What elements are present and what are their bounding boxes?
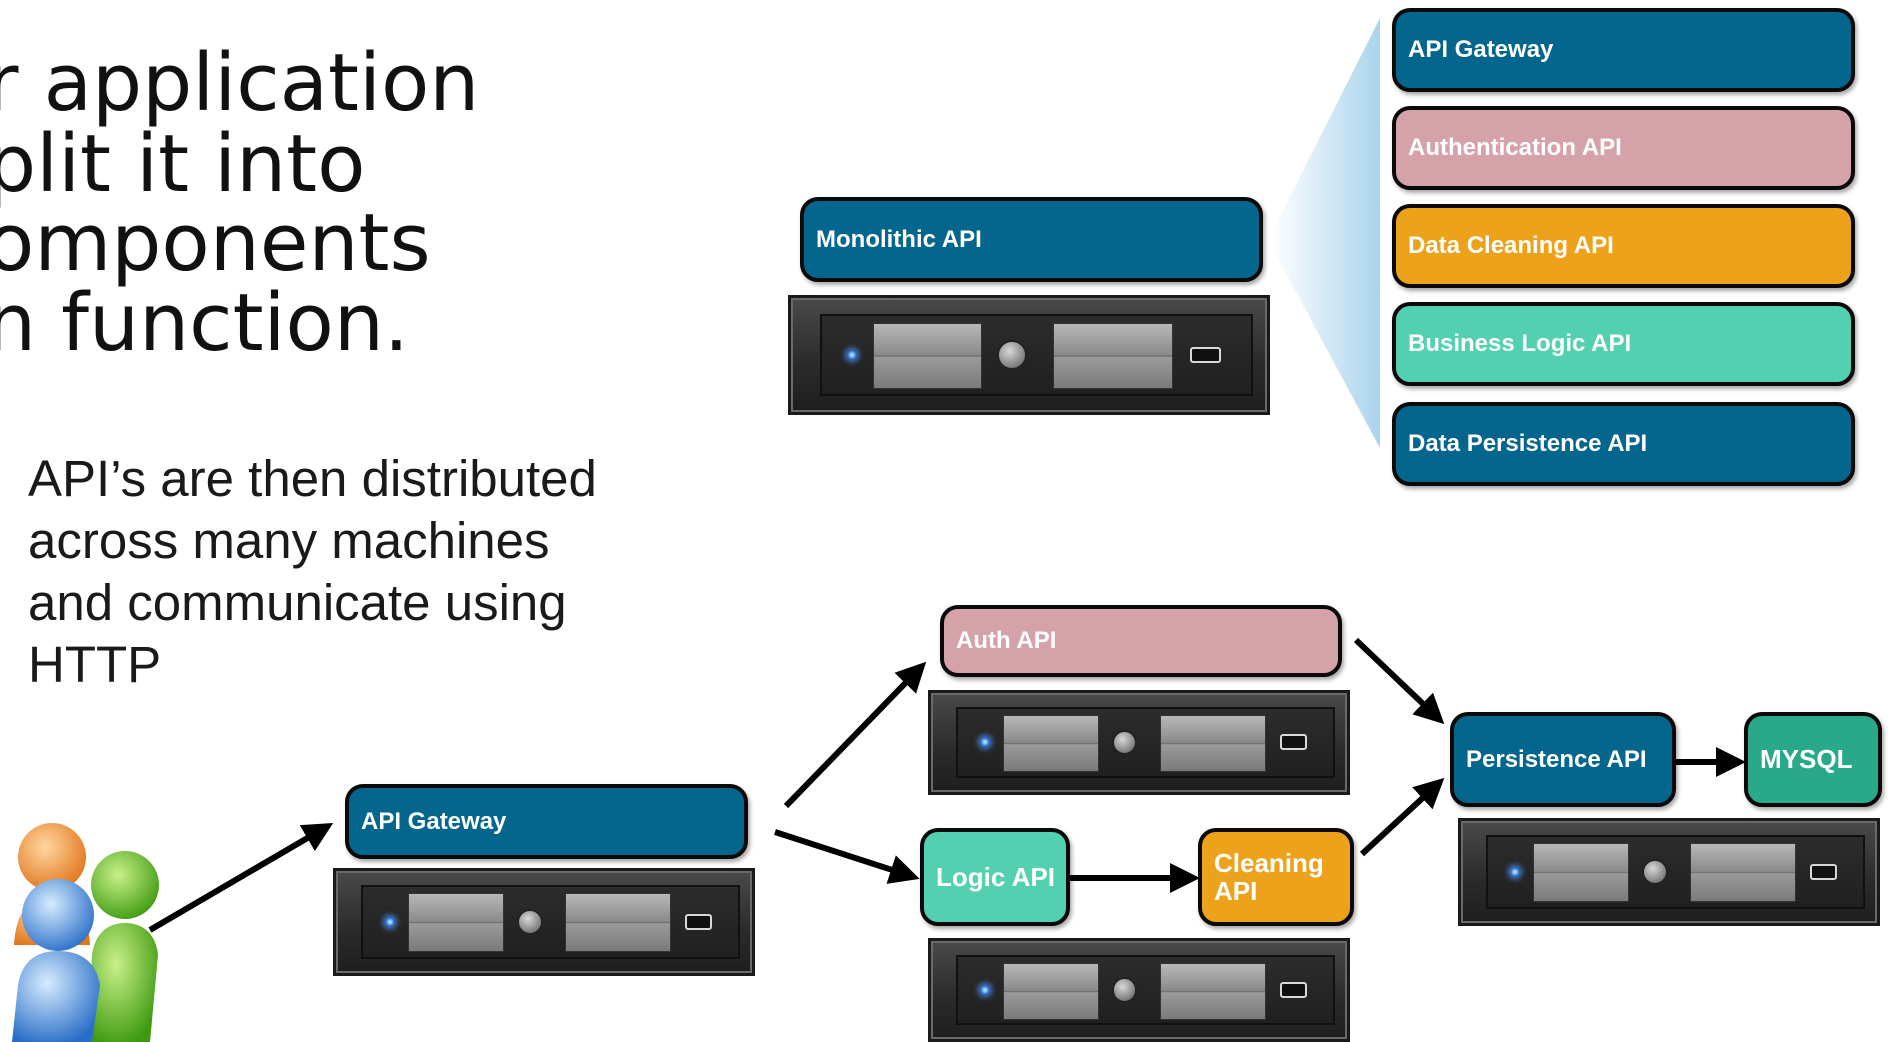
drive-bay [1160,962,1266,1020]
list-item-label: Data Cleaning API [1408,232,1614,259]
logic-api-box: Logic API [920,828,1070,926]
arrow-users-to-gateway [148,822,334,933]
title-line-1: r application [0,37,480,129]
port-slot-icon [1810,863,1837,880]
port-slot-icon [1190,346,1221,363]
auth-api-label: Auth API [956,627,1057,654]
expansion-callout-shape [1268,18,1380,448]
port-slot-icon [685,913,712,930]
list-item-business-logic-api: Business Logic API [1392,302,1855,386]
title-line-4: n function. [0,277,410,369]
arrow-gateway-to-logic [774,829,920,884]
server-rack-icon [1458,818,1880,926]
drive-bay [565,893,671,953]
port-slot-icon [1280,982,1307,999]
drive-bay [1690,843,1796,903]
server-rack-icon [928,938,1350,1042]
list-item-api-gateway: API Gateway [1392,8,1855,92]
persistence-api-box: Persistence API [1450,712,1676,807]
drive-bay [1002,962,1099,1020]
server-face [819,313,1253,397]
persistence-api-label: Persistence API [1466,745,1647,773]
title-line-2: plit it into [0,118,366,210]
users-group-icon [12,823,159,1042]
power-led-icon [980,985,991,996]
list-item-label: Data Persistence API [1408,430,1648,457]
list-item-label: API Gateway [1408,36,1554,63]
power-led-icon [385,916,396,927]
monolithic-api-label: Monolithic API [816,225,982,253]
list-item-authentication-api: Authentication API [1392,106,1855,190]
power-led-icon [980,737,991,748]
power-led-icon [1510,866,1521,877]
drive-bay [407,893,504,953]
power-button-icon [997,340,1028,370]
monolithic-api-box: Monolithic API [800,197,1263,282]
list-item-data-cleaning-api: Data Cleaning API [1392,204,1855,288]
drive-bay [1532,843,1629,903]
description-line-2: across many machines [28,512,550,569]
logic-api-label: Logic API [936,861,1055,892]
mysql-label: MYSQL [1760,744,1853,774]
arrow-cleaning-to-persistence [1359,777,1445,857]
drive-bay [873,322,983,389]
port-slot-icon [1280,734,1307,751]
server-rack-icon [788,295,1270,415]
gateway-api-box: API Gateway [345,784,748,859]
drive-bay [1053,322,1174,389]
server-face [360,885,740,959]
description-line-4: HTTP [28,636,162,693]
arrow-gateway-to-auth [783,661,927,809]
server-rack-icon [333,868,755,976]
power-button-icon [1111,729,1138,756]
list-item-data-persistence-api: Data Persistence API [1392,402,1855,486]
description-line-3: and communicate using [28,574,567,631]
arrow-auth-to-persistence [1353,637,1445,725]
cleaning-api-label-line-1: Cleaning [1214,848,1324,878]
server-face [955,706,1335,779]
server-face [955,954,1335,1026]
power-led-icon [847,349,858,360]
drive-bay [1160,714,1266,772]
power-button-icon [1641,858,1668,885]
gateway-api-label: API Gateway [361,807,507,835]
description-line-1: API’s are then distributed [28,450,597,507]
title-line-3: omponents [0,197,431,289]
list-item-label: Business Logic API [1408,330,1632,357]
cleaning-api-box: Cleaning API [1198,828,1354,926]
mysql-box: MYSQL [1744,712,1882,807]
server-face [1485,835,1865,909]
cleaning-api-label-line-2: API [1214,876,1258,906]
auth-api-box: Auth API [940,605,1342,677]
list-item-label: Authentication API [1408,134,1622,161]
description-text: API’s are then distributed across many m… [28,448,668,696]
power-button-icon [1111,977,1138,1003]
power-button-icon [516,908,543,935]
drive-bay [1002,714,1099,772]
server-rack-icon [928,690,1350,795]
